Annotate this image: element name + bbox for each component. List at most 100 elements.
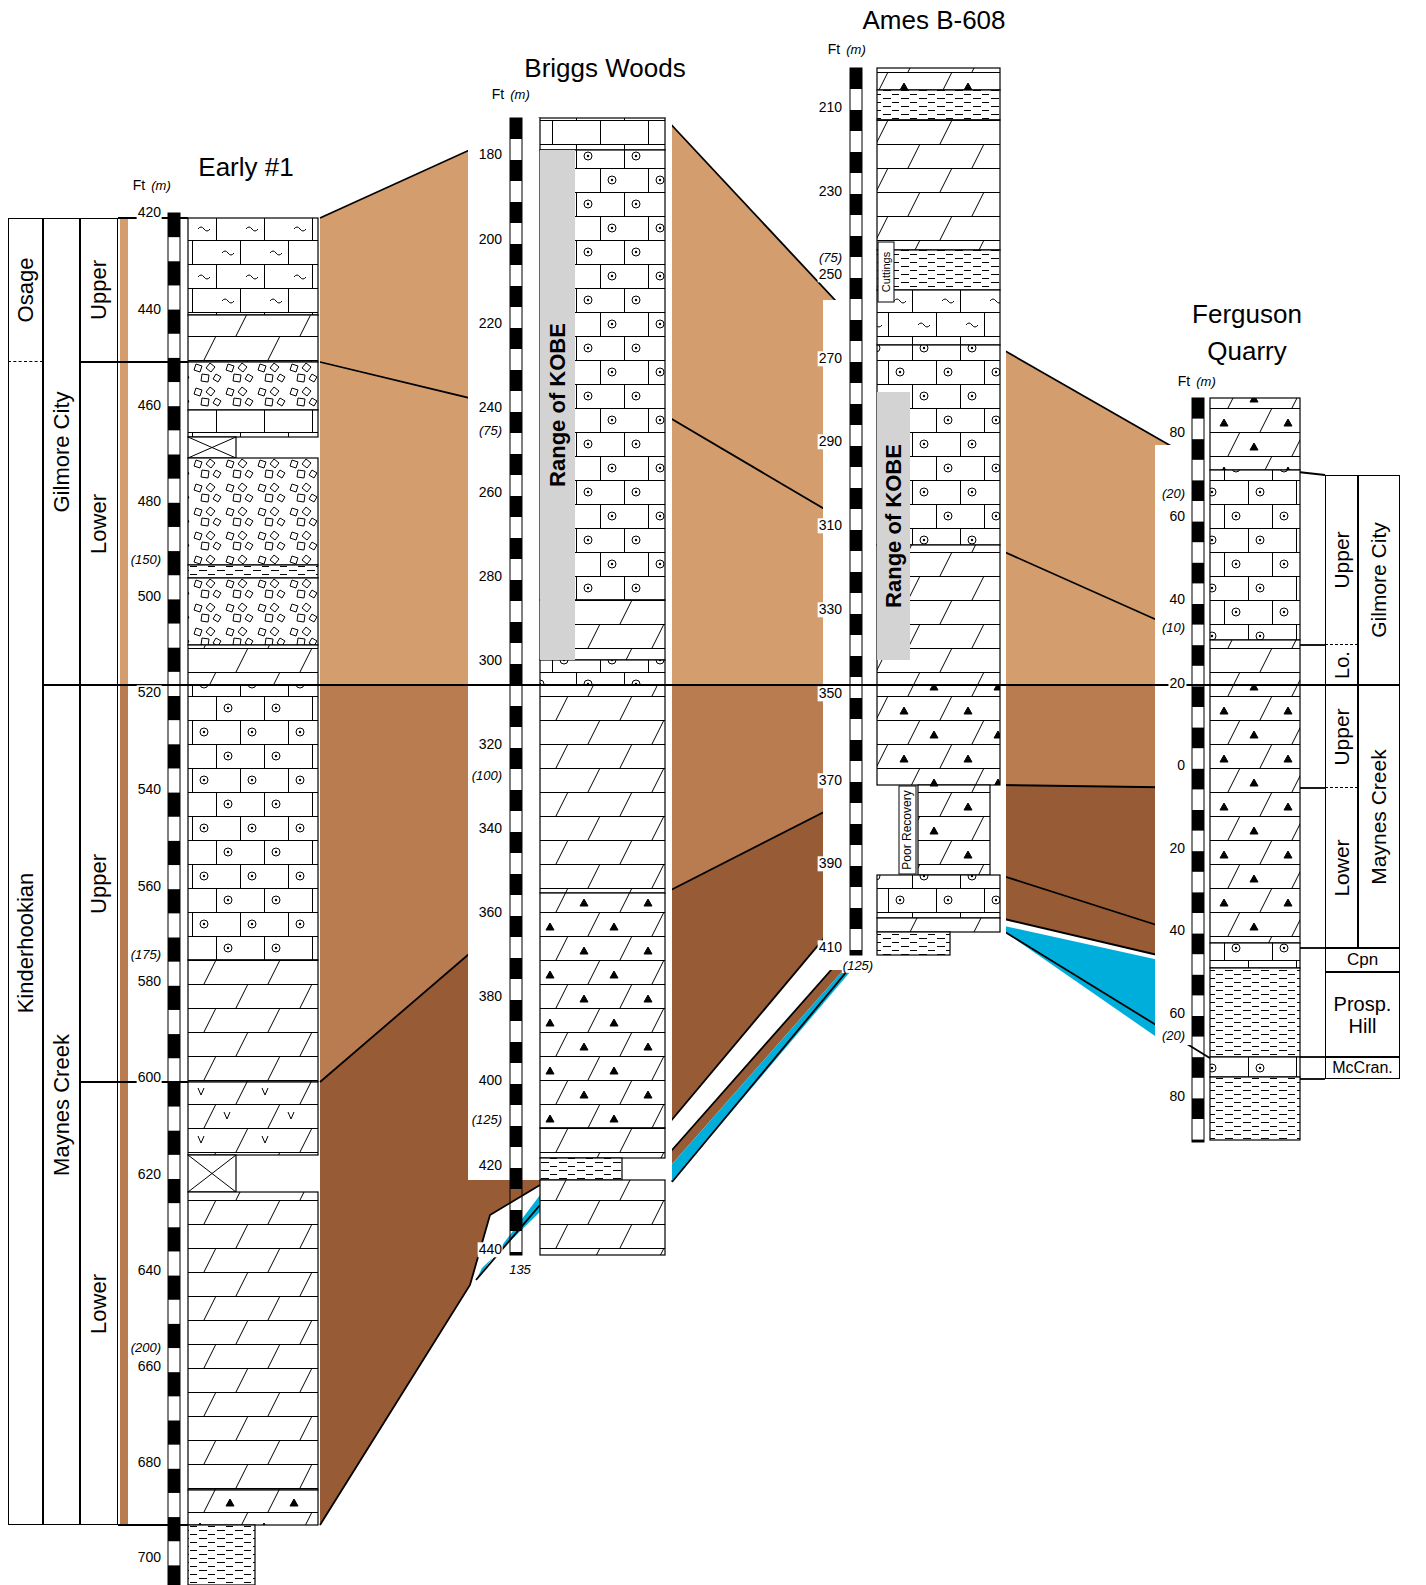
no-core-box [188,437,236,458]
depth-tick: 440 [478,1242,503,1257]
lithology-bed [1210,470,1300,640]
depth-tick: 460 [137,398,162,413]
scale-segment [1192,934,1204,955]
depth-tick: 480 [137,494,162,509]
unit-name: Maynes Creek [1368,749,1390,884]
depth-scale [510,118,522,1255]
strat-unit-box: Gilmore City [43,218,80,685]
scale-segment [168,1469,180,1493]
lithology-bed [1210,1057,1300,1077]
strat-unit-box: Upper [1325,475,1358,645]
depth-tick: 350 [818,686,843,701]
depth-tick: 40 [1168,923,1186,938]
scale-segment [510,664,522,685]
scale-segment [168,938,180,962]
scale-segment [510,454,522,475]
scale-segment [850,866,862,887]
depth-tick: 270 [818,351,843,366]
depth-tick: 330 [818,602,843,617]
unit-name: McCran. [1332,1060,1392,1077]
scale-segment [168,1082,180,1106]
strat-unit-box: McCran. [1325,1057,1400,1079]
scale-segment [510,1210,522,1231]
unit-name: Upper [1330,708,1352,765]
depth-tick: (125) [842,959,874,973]
depth-tick: 420 [478,1158,503,1173]
well-title: Ames B-608 [862,6,1005,35]
well-title: Briggs Woods [524,54,685,83]
scale-segment [510,286,522,307]
scale-segment [168,503,180,527]
depth-tick: (10) [1161,621,1186,635]
lithology-bed [188,1082,318,1155]
lithology-bed [1210,943,1300,968]
scale-segment [168,310,180,334]
scale-segment [850,740,862,761]
unit-name: Lower [87,494,110,554]
depth-tick: 340 [478,821,503,836]
scale-segment [510,1000,522,1021]
depth-tick: 60 [1168,509,1186,524]
depth-tick: 40 [1168,592,1186,607]
depth-tick: 600 [137,1070,162,1085]
scale-segment [510,622,522,643]
strat-unit-box: Cpn [1325,948,1400,972]
strat-unit-box: Gilmore City [1358,475,1400,685]
scale-segment [510,874,522,895]
scale-segment [850,908,862,929]
well-title: Early #1 [198,153,293,182]
scale-segment [168,1276,180,1300]
depth-tick: (20) [1161,1029,1186,1043]
depth-tick: (20) [1161,487,1186,501]
scale-segment [168,1227,180,1251]
depth-tick: 20 [1168,676,1186,691]
depth-tick: 680 [137,1455,162,1470]
unit-name: Osage [14,258,37,323]
depth-tick: 230 [818,184,843,199]
scale-segment [510,832,522,853]
lithology-bed [918,785,990,875]
strat-unit-box: Upper [80,685,118,1082]
scale-segment [510,118,522,139]
scale-segment [850,614,862,635]
scale-segment [850,698,862,719]
lithology-bed [540,118,665,150]
range-label: Range of KOBE [546,323,569,487]
scale-segment [510,160,522,181]
lithology-bed [877,90,1000,120]
scale-segment [850,404,862,425]
lithology-bed [540,1158,622,1180]
correlation-line [1298,644,1325,646]
scale-segment [850,320,862,341]
lithology-bed [877,120,1000,250]
scale-segment [850,824,862,845]
correlation-line [1298,1056,1325,1058]
lithology-bed [540,1128,665,1158]
scale-segment [850,488,862,509]
lithology-bed [188,685,318,960]
unit-label: (m) [1196,375,1216,389]
well-title: Ferguson Quarry [1162,296,1332,370]
depth-tick: (200) [130,1341,162,1355]
scale-segment [1192,728,1204,749]
depth-tick: (75) [478,424,503,438]
strat-unit-box: Lower [80,1082,118,1525]
range-bar: Range of KOBE [877,392,910,660]
strat-unit-box: Lo. [1325,645,1358,685]
lithology-bed [188,362,318,410]
scale-segment [850,236,862,257]
unit-name: Gilmore City [50,391,73,512]
note-box [878,242,894,302]
scale-segment [510,538,522,559]
scale-segment [1192,1016,1204,1037]
depth-tick: 20 [1168,841,1186,856]
correlation-band [665,932,877,1182]
correlation-line [1298,947,1325,949]
scale-segment [850,362,862,383]
correlation-line [672,935,877,1182]
lithology-bed [877,932,950,955]
unit-name: Maynes Creek [50,1034,73,1176]
depth-tick: 420 [137,205,162,220]
depth-tick: 200 [478,232,503,247]
